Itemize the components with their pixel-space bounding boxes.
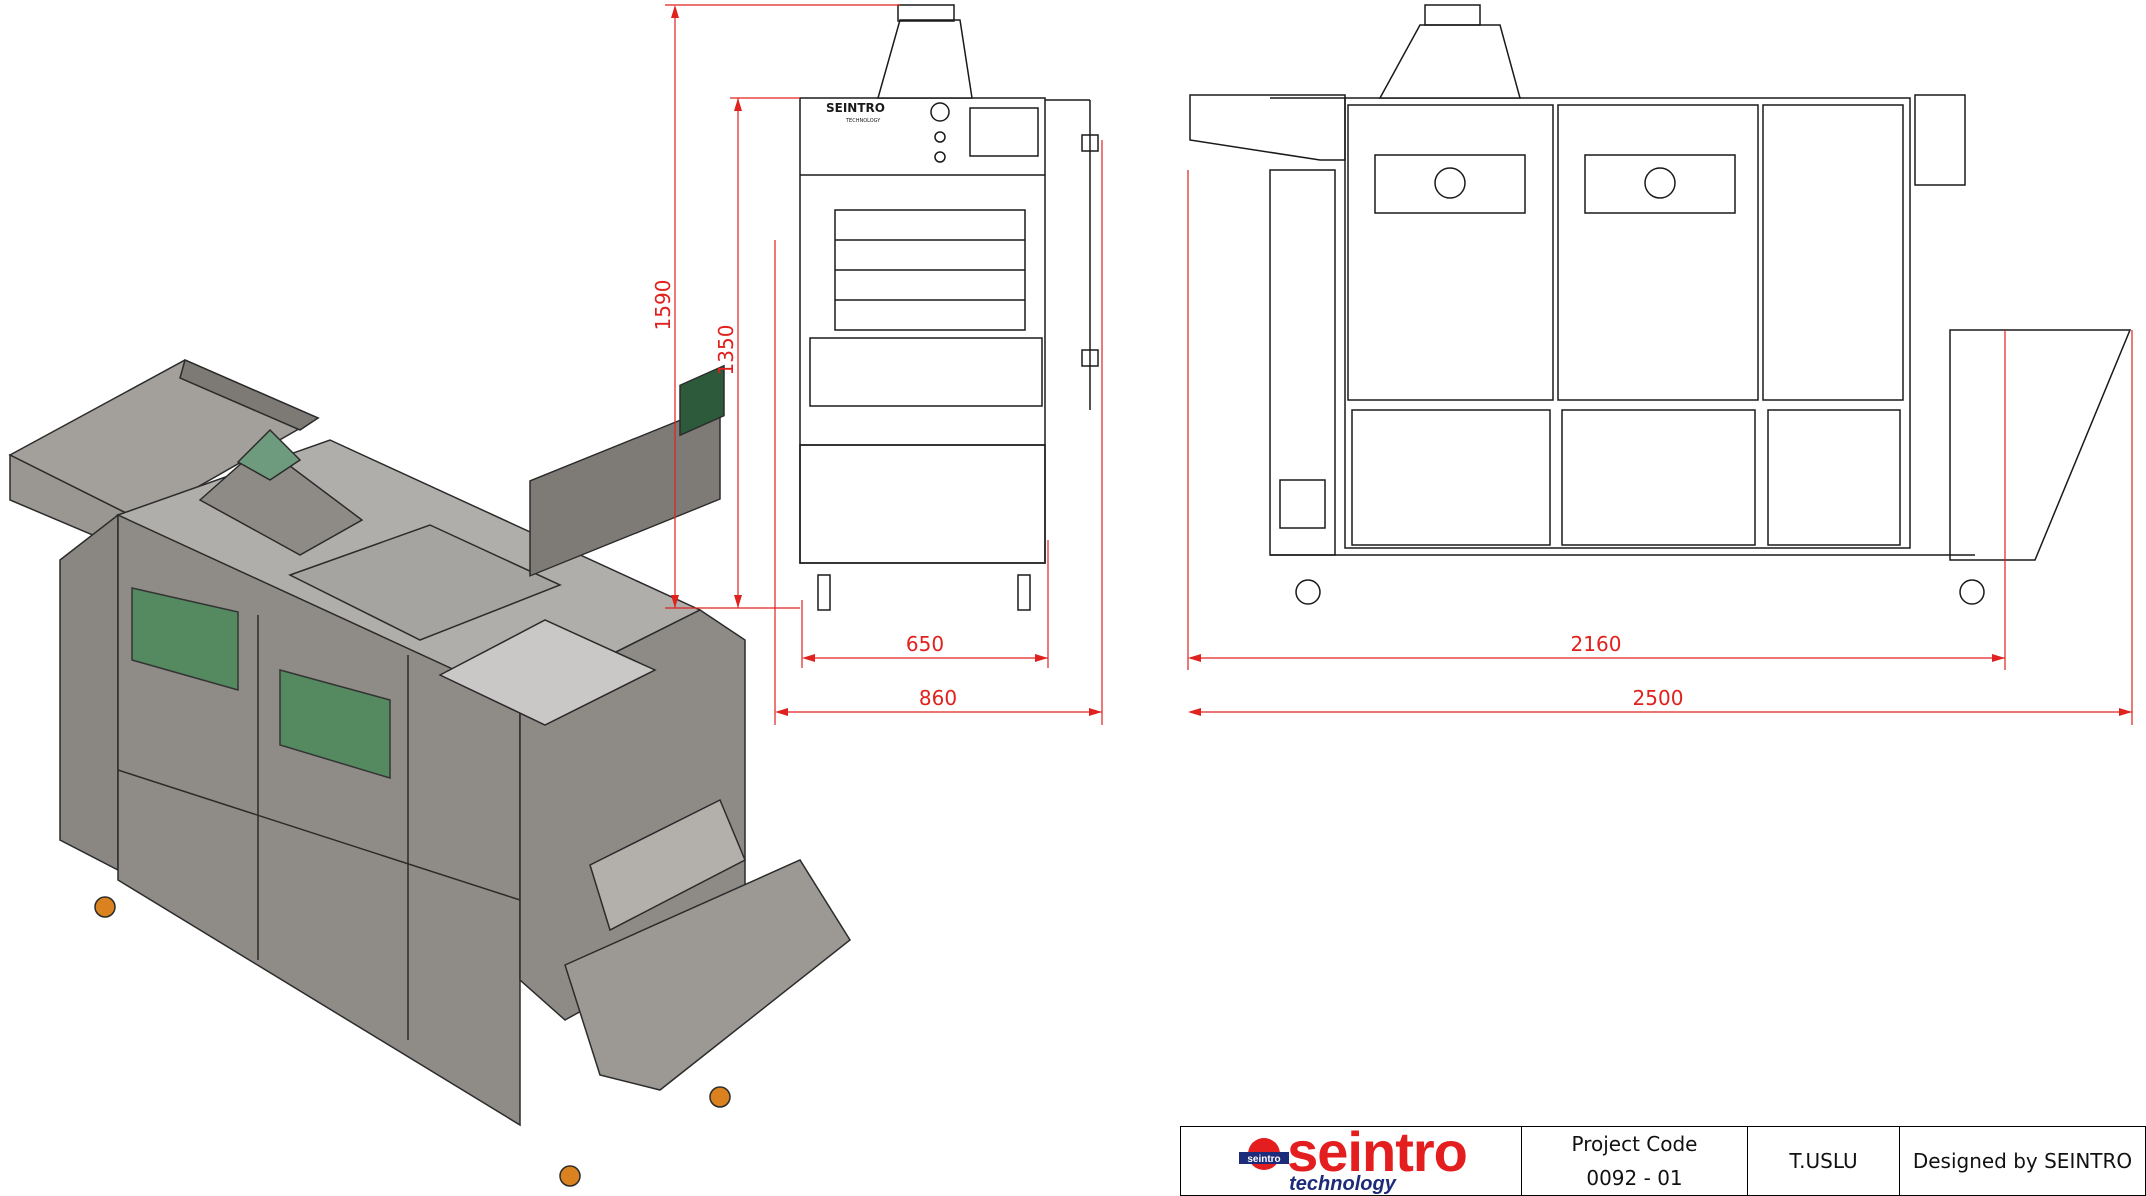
front-motor — [1914, 94, 1966, 186]
iso-control-screen — [679, 364, 725, 437]
front-body — [1344, 97, 1911, 549]
front-inlet-hopper — [1189, 94, 1346, 161]
side-panel-sub: TECHNOLOGY — [845, 118, 881, 124]
iso-left-side — [59, 513, 119, 872]
dim-overall-length: 2500 — [1633, 686, 1684, 710]
dim-overall-width: 860 — [919, 686, 957, 710]
side-inspection-panel — [809, 337, 1043, 407]
side-control-screen — [969, 107, 1039, 157]
side-panel-brand: SEINTRO — [826, 101, 885, 115]
designer-credit: Designed by SEINTRO — [1912, 1149, 2133, 1173]
iso-glass-window — [438, 619, 657, 726]
dimension-lines — [665, 4, 2133, 725]
front-wheel-right — [1959, 579, 1985, 605]
front-wheel-left — [1295, 579, 1321, 605]
side-chimney — [877, 19, 973, 99]
dim-inner-width: 650 — [906, 632, 944, 656]
front-cabinet-2 — [1557, 104, 1759, 401]
title-block-designer: Designed by SEINTRO — [1899, 1126, 2146, 1196]
iso-window-1 — [131, 587, 239, 691]
iso-control-panel — [529, 403, 721, 577]
front-drawer-3 — [1767, 409, 1901, 546]
title-block-logo: seintro seintro technology — [1180, 1120, 1522, 1196]
isometric-view — [8, 358, 851, 1187]
title-block-project: Project Code 0092 - 01 — [1521, 1126, 1748, 1196]
project-code-value: 0092 - 01 — [1586, 1166, 1683, 1190]
front-chimney — [1378, 24, 1521, 99]
dim-body-length: 2160 — [1571, 632, 1622, 656]
author-name: T.USLU — [1789, 1149, 1858, 1173]
front-drawer-1 — [1351, 409, 1551, 546]
iso-wheel-2 — [559, 1165, 581, 1187]
front-cabinet-1 — [1347, 104, 1554, 401]
dim-body-height: 1350 — [714, 325, 738, 376]
front-drawer-2 — [1561, 409, 1756, 546]
front-outlet-chute — [1949, 329, 2132, 561]
iso-wheel-3 — [709, 1086, 731, 1108]
iso-outlet-tray — [564, 859, 851, 1091]
iso-window-2 — [279, 669, 391, 780]
side-view: SEINTRO TECHNOLOGY — [799, 4, 1099, 611]
title-block-author: T.USLU — [1747, 1126, 1900, 1196]
svg-text:seintro: seintro — [1247, 1154, 1280, 1165]
front-view — [1189, 4, 2132, 605]
logo-gear-icon: seintro — [1235, 1132, 1293, 1172]
iso-wheel-1 — [94, 896, 116, 918]
dim-overall-height: 1590 — [651, 280, 675, 331]
front-cabinet-3 — [1762, 104, 1904, 401]
project-code-label: Project Code — [1571, 1132, 1698, 1156]
logo-wordmark: seintro — [1287, 1120, 1468, 1183]
logo-subtitle: technology — [1289, 1173, 1396, 1195]
dimension-arrows — [671, 5, 2132, 716]
